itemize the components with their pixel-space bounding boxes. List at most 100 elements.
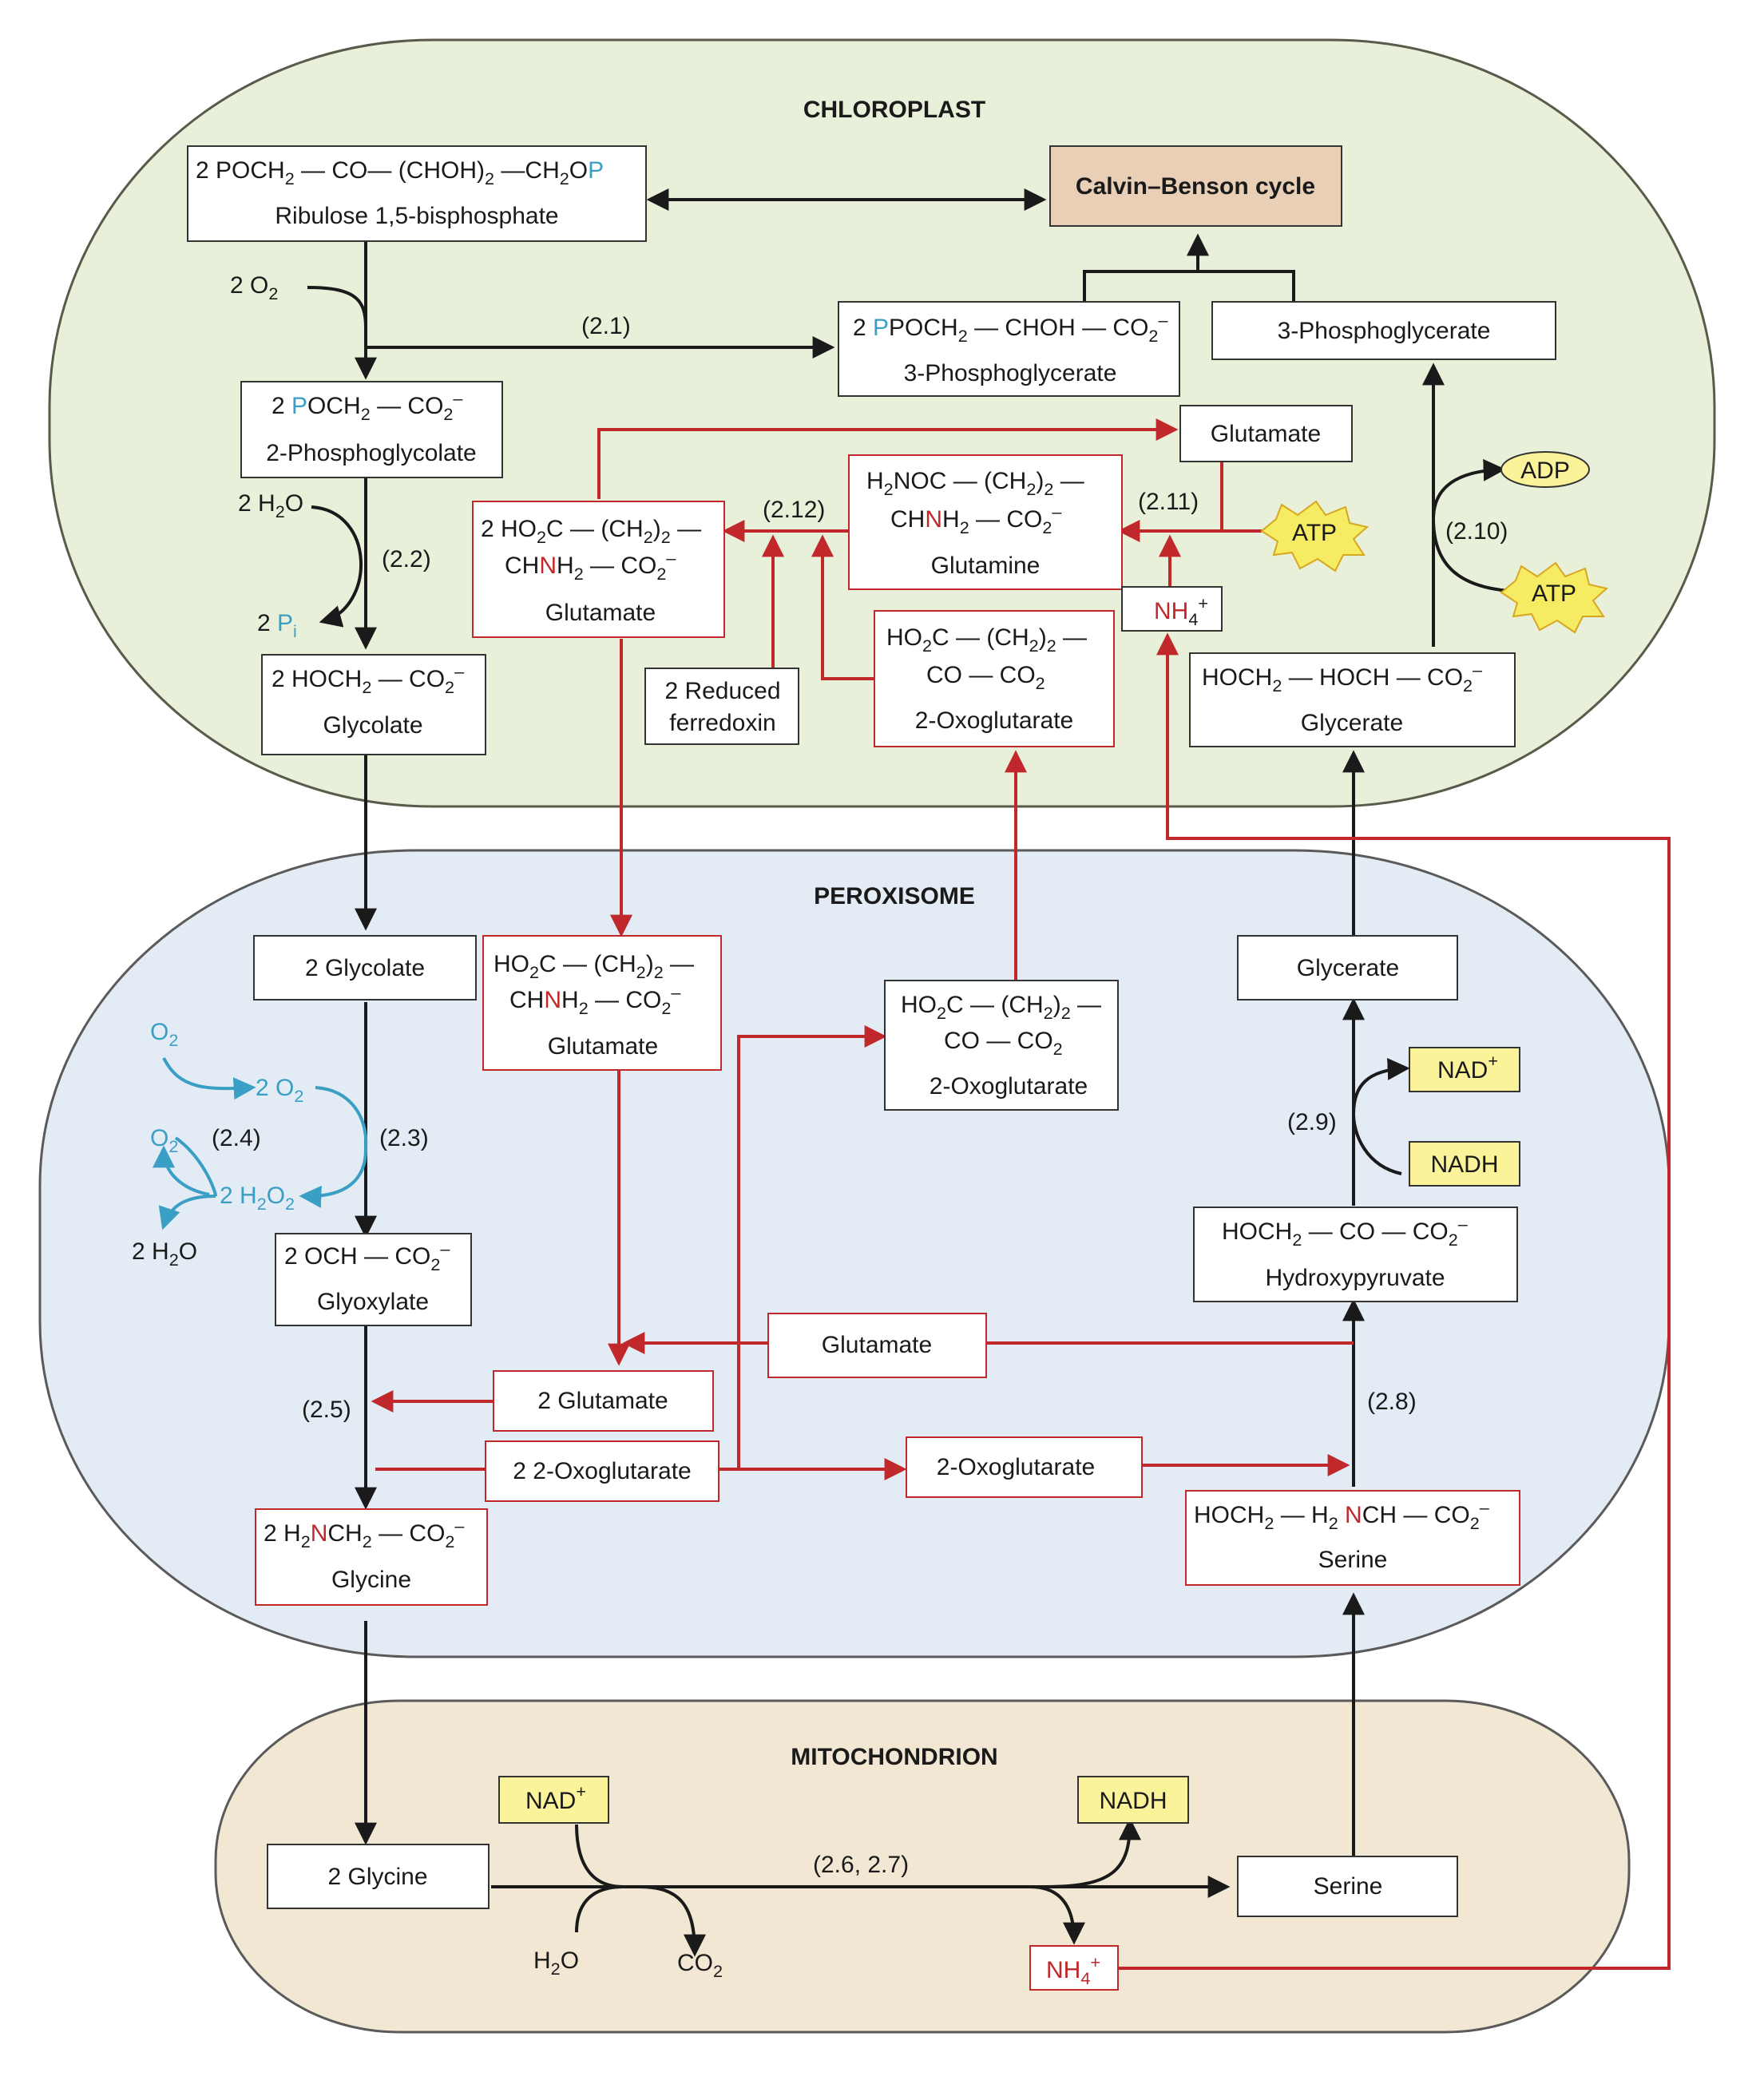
nad-perox-box bbox=[1409, 1047, 1520, 1092]
reaction-2-1: (2.1) bbox=[581, 313, 631, 339]
serine-perox-box bbox=[1185, 1490, 1520, 1586]
nh4-mito-label: NH4+ bbox=[1046, 1952, 1100, 1988]
glycolate-chloro-box bbox=[261, 654, 486, 755]
oxoglutarate-chloro-box bbox=[874, 610, 1115, 747]
glycine-mito-box bbox=[267, 1844, 490, 1909]
h2o-label: 2 H2O bbox=[238, 490, 303, 521]
reaction-2-10: (2.10) bbox=[1445, 518, 1508, 545]
reaction-2-2: (2.2) bbox=[382, 546, 431, 573]
nh4-chloro-label: NH4+ bbox=[1154, 593, 1208, 629]
glycine-perox-formula: 2 H2NCH2 — CO2– bbox=[264, 1516, 464, 1551]
rubp-formula: 2 POCH2 — CO— (CHOH)2 —CH2OP bbox=[196, 157, 604, 188]
phosphoglycolate-name: 2-Phosphoglycolate bbox=[266, 440, 477, 466]
phosphoglycolate-box bbox=[240, 381, 503, 478]
nh4-chloro-box bbox=[1121, 586, 1223, 632]
serine-perox-formula: HOCH2 — H2 NCH — CO2– bbox=[1194, 1497, 1489, 1533]
nadh-mito-label: NADH bbox=[1099, 1788, 1167, 1814]
oxoglutarate-chloro-line1: HO2C — (CH2)2 — bbox=[886, 624, 1087, 656]
reaction-2-9: (2.9) bbox=[1287, 1109, 1337, 1135]
pga-left-name: 3-Phosphoglycerate bbox=[904, 360, 1117, 386]
chloroplast-boxes: 2 POCH2 — CO— (CHOH)2 —CH2OP Ribulose 1,… bbox=[187, 145, 1609, 755]
reaction-2-5: (2.5) bbox=[302, 1397, 351, 1423]
phosphoglycolate-formula: 2 POCH2 — CO2– bbox=[272, 388, 462, 424]
oxoglutarate-2-name: 2 2-Oxoglutarate bbox=[513, 1458, 691, 1484]
hydroxypyruvate-box bbox=[1193, 1206, 1518, 1302]
reaction-2-8: (2.8) bbox=[1367, 1389, 1417, 1415]
ferredoxin-line2: ferredoxin bbox=[669, 710, 775, 736]
mitochondrion-label: MITOCHONDRION bbox=[791, 1744, 997, 1770]
serine-perox-name: Serine bbox=[1318, 1547, 1388, 1573]
glycolate-chloro-formula: 2 HOCH2 — CO2– bbox=[272, 661, 464, 697]
glycerate-perox-name: Glycerate bbox=[1297, 955, 1399, 981]
oxoglutarate-chloro-line2: CO — CO2 bbox=[926, 662, 1045, 693]
glutamate-right-name: Glutamate bbox=[822, 1332, 932, 1358]
h2o-mito: H2O bbox=[533, 1947, 579, 1979]
reaction-2-4: (2.4) bbox=[212, 1125, 261, 1151]
nad-perox-label: NAD+ bbox=[1437, 1051, 1498, 1084]
oxoglutarate-mid-box bbox=[906, 1436, 1143, 1498]
o2-blue-a: O2 bbox=[150, 1019, 178, 1050]
atp-210-starburst bbox=[1500, 561, 1609, 634]
peroxisome-label: PEROXISOME bbox=[814, 883, 975, 909]
glyoxylate-formula: 2 OCH — CO2– bbox=[284, 1238, 450, 1274]
glutamate-perox-box bbox=[482, 935, 722, 1071]
nh4-mito-box bbox=[1029, 1945, 1119, 1991]
pga-left-formula: 2 PPOCH2 — CHOH — CO2– bbox=[853, 310, 1167, 346]
reaction-2-11: (2.11) bbox=[1138, 489, 1199, 515]
glutamine-line1: H2NOC — (CH2)2 — bbox=[866, 468, 1084, 499]
oxoglutarate-chloro-name: 2-Oxoglutarate bbox=[915, 707, 1073, 734]
rubp-name: Ribulose 1,5-bisphosphate bbox=[275, 203, 558, 229]
ferredoxin-box bbox=[644, 668, 799, 745]
glycine-perox-box bbox=[255, 1508, 488, 1606]
glutamate-mid-line2: CHNH2 — CO2– bbox=[505, 548, 676, 584]
glutamate-mid-line1: 2 HO2C — (CH2)2 — bbox=[481, 516, 701, 547]
glycerate-chloro-formula: HOCH2 — HOCH — CO2– bbox=[1202, 660, 1482, 695]
glutamate-2-box bbox=[493, 1370, 714, 1432]
glutamate-top-name: Glutamate bbox=[1211, 421, 1321, 447]
oxoglutarate-perox-line2: CO — CO2 bbox=[944, 1028, 1063, 1059]
nadh-perox-label: NADH bbox=[1430, 1151, 1498, 1178]
glycerate-chloro-box bbox=[1189, 652, 1516, 747]
oxoglutarate-perox-line1: HO2C — (CH2)2 — bbox=[901, 992, 1101, 1023]
blue-arrows bbox=[153, 1057, 368, 1230]
adp-label: ADP bbox=[1520, 458, 1570, 484]
calvin-box bbox=[1049, 145, 1342, 227]
red-arrows bbox=[371, 418, 1671, 1970]
glyoxylate-name: Glyoxylate bbox=[317, 1289, 429, 1315]
glutamine-box bbox=[848, 454, 1123, 590]
reaction-2-6-2-7: (2.6, 2.7) bbox=[813, 1852, 909, 1878]
glutamate-perox-line2: CHNH2 — CO2– bbox=[509, 982, 680, 1018]
o2-label: 2 O2 bbox=[230, 272, 278, 303]
serine-mito-box bbox=[1237, 1856, 1458, 1917]
glutamine-line2: CHNH2 — CO2– bbox=[890, 501, 1061, 537]
nadh-perox-box bbox=[1409, 1141, 1520, 1187]
glutamate-right-box bbox=[767, 1313, 987, 1378]
hydroxypyruvate-formula: HOCH2 — CO — CO2– bbox=[1222, 1214, 1468, 1250]
calvin-label: Calvin–Benson cycle bbox=[1076, 173, 1315, 200]
glycine-mito-name: 2 Glycine bbox=[327, 1864, 427, 1890]
glutamate-perox-line1: HO2C — (CH2)2 — bbox=[494, 951, 694, 982]
o2-blue-b: 2 O2 bbox=[256, 1075, 303, 1106]
glyoxylate-box bbox=[275, 1233, 472, 1326]
glycerate-chloro-name: Glycerate bbox=[1301, 710, 1403, 736]
glycolate-perox-box bbox=[253, 935, 477, 1000]
glutamate-2-name: 2 Glutamate bbox=[537, 1388, 668, 1414]
adp-ellipse bbox=[1500, 451, 1590, 488]
serine-mito-name: Serine bbox=[1314, 1873, 1383, 1900]
nad-mito-box bbox=[498, 1776, 609, 1824]
glutamate-top-box bbox=[1179, 405, 1353, 462]
atp-211-starburst bbox=[1260, 500, 1370, 573]
glycine-perox-name: Glycine bbox=[331, 1567, 411, 1593]
glycolate-chloro-name: Glycolate bbox=[323, 712, 422, 739]
glycerate-perox-box bbox=[1237, 935, 1458, 1000]
h2o2-blue: 2 H2O2 bbox=[220, 1183, 295, 1214]
oxoglutarate-perox-name: 2-Oxoglutarate bbox=[930, 1073, 1088, 1100]
mitochondrion-boxes: NAD+ NADH 2 Glycine (2.6, 2.7) Serine H2… bbox=[267, 1776, 1458, 1991]
glutamate-perox-name: Glutamate bbox=[548, 1033, 658, 1060]
glycolate-perox-name: 2 Glycolate bbox=[305, 955, 425, 981]
oxoglutarate-2-box bbox=[485, 1440, 719, 1502]
hydroxypyruvate-name: Hydroxypyruvate bbox=[1265, 1265, 1445, 1291]
glutamine-name: Glutamine bbox=[931, 553, 1041, 579]
nad-mito-label: NAD+ bbox=[525, 1781, 586, 1814]
